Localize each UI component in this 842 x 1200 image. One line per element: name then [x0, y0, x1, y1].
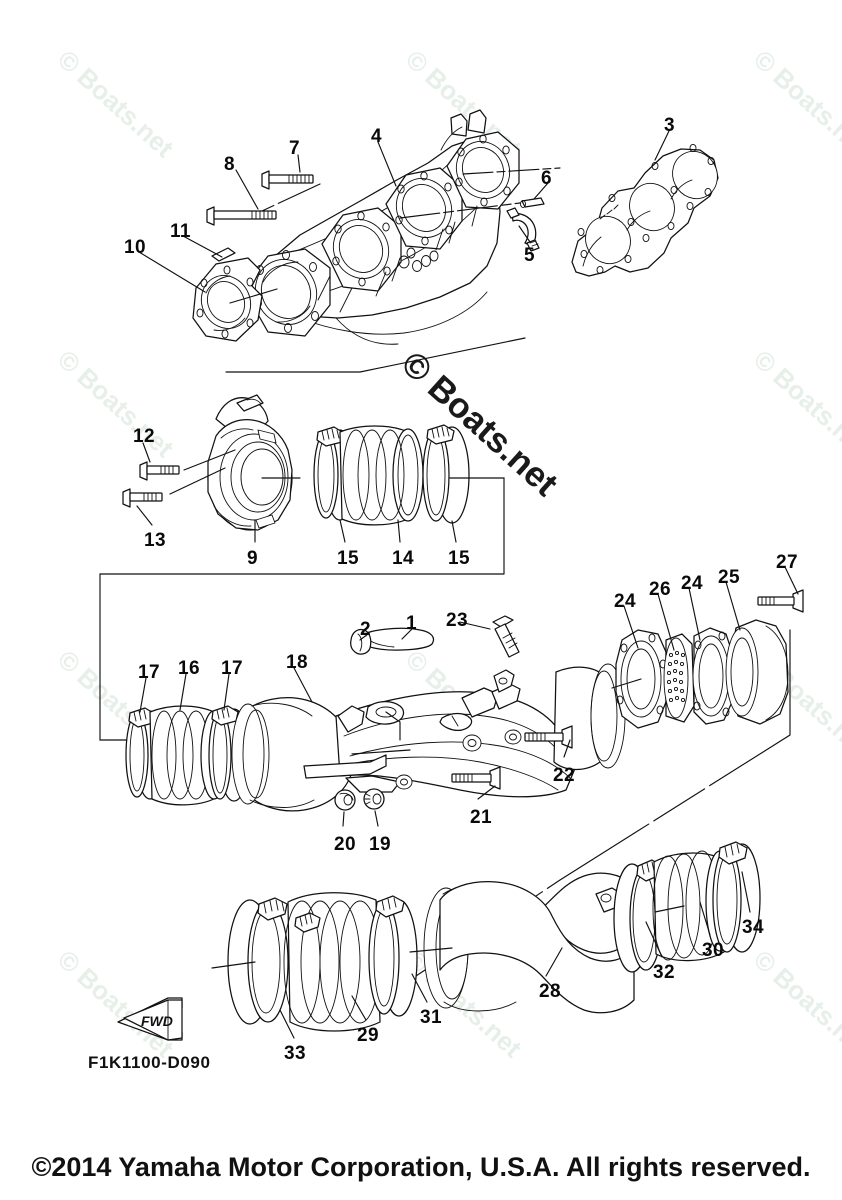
part-28-duct-body [423, 872, 635, 1014]
callout-number-26[interactable]: 26 [649, 579, 671, 600]
part-5-hose [506, 207, 540, 252]
callout-number-31[interactable]: 31 [420, 1007, 442, 1028]
callout-number-1[interactable]: 1 [406, 613, 417, 634]
callout-number-3[interactable]: 3 [664, 115, 675, 136]
part-23-bolt [492, 615, 520, 658]
callout-number-6[interactable]: 6 [541, 168, 552, 189]
callout-number-24[interactable]: 24 [614, 591, 636, 612]
callout-number-9[interactable]: 9 [247, 548, 258, 569]
part-6-joint-pipe [520, 197, 545, 209]
part-9-intake-duct [207, 394, 293, 531]
diagram-code-label: F1K1100-D090 [88, 1053, 211, 1072]
callout-number-30[interactable]: 30 [702, 940, 724, 961]
part-21-bolt [451, 766, 501, 790]
svg-text:FWD: FWD [141, 1013, 173, 1029]
part-10-insulator-plate [192, 257, 263, 342]
callout-number-28[interactable]: 28 [539, 981, 561, 1002]
callout-number-19[interactable]: 19 [369, 834, 391, 855]
part-4-intake-manifold [242, 109, 520, 345]
callout-number-23[interactable]: 23 [446, 610, 468, 631]
part-20-washer [334, 789, 356, 811]
assembly-exhaust-pipe [99, 566, 804, 1002]
part-29-rubber-hose [283, 892, 381, 1032]
callout-number-4[interactable]: 4 [371, 126, 382, 147]
callout-number-10[interactable]: 10 [124, 237, 146, 258]
callout-number-21[interactable]: 21 [470, 807, 492, 828]
part-22-bolt [524, 725, 573, 749]
part-18-exhaust-pipe [231, 663, 626, 812]
callout-number-20[interactable]: 20 [334, 834, 356, 855]
leader-lines-section-4 [211, 871, 751, 1039]
part-31-clamp [368, 895, 418, 1017]
part-12-bolt [139, 461, 180, 481]
callout-number-11[interactable]: 11 [170, 221, 191, 242]
part-14-rubber-joint [339, 425, 424, 526]
assembly-intake-manifold [138, 109, 719, 345]
callout-number-29[interactable]: 29 [357, 1025, 379, 1046]
callout-number-2[interactable]: 2 [360, 619, 371, 640]
callout-number-22[interactable]: 22 [553, 765, 575, 786]
fwd-orientation-arrow: FWD [117, 997, 183, 1041]
part-27-bolt [757, 589, 804, 613]
part-13-bolt [122, 488, 163, 508]
leader-lines-section-2 [136, 442, 505, 575]
part-34-clamp [712, 841, 761, 953]
callout-number-34[interactable]: 34 [742, 917, 764, 938]
assembly-intake-duct [122, 337, 526, 575]
leader-lines-section-1 [138, 130, 670, 304]
part-1-seal [360, 627, 435, 651]
part-7-bolt [261, 170, 314, 190]
part-3-gasket [571, 143, 719, 277]
callout-number-7[interactable]: 7 [289, 138, 300, 159]
callout-number-32[interactable]: 32 [653, 962, 675, 983]
manifold-flange-faces [242, 131, 520, 337]
part-25-muffler-body [725, 619, 789, 725]
callout-number-14[interactable]: 14 [392, 548, 414, 569]
callout-number-12[interactable]: 12 [133, 426, 155, 447]
callout-number-15[interactable]: 15 [337, 548, 359, 569]
assembly-water-lock [211, 841, 761, 1039]
callout-number-24[interactable]: 24 [681, 573, 703, 594]
callout-number-5[interactable]: 5 [524, 245, 535, 266]
callout-number-8[interactable]: 8 [224, 154, 235, 175]
leader-lines-section-3 [139, 566, 799, 827]
callout-number-16[interactable]: 16 [178, 658, 200, 679]
callout-number-27[interactable]: 27 [776, 552, 798, 573]
callout-number-25[interactable]: 25 [718, 567, 740, 588]
part-15-clamp-b [422, 424, 470, 524]
callout-number-13[interactable]: 13 [144, 530, 166, 551]
callout-number-15[interactable]: 15 [448, 548, 470, 569]
callout-number-18[interactable]: 18 [286, 652, 308, 673]
copyright-footer: ©2014 Yamaha Motor Corporation, U.S.A. A… [31, 1152, 811, 1182]
part-26-catalyst-element [663, 633, 695, 723]
callout-number-17[interactable]: 17 [138, 662, 160, 683]
callout-number-33[interactable]: 33 [284, 1043, 306, 1064]
part-11-dowel-pin [211, 247, 236, 262]
part-8-bolt [206, 206, 277, 226]
part-19-nut [363, 788, 385, 810]
callout-number-17[interactable]: 17 [221, 658, 243, 679]
part-33-clamp [227, 897, 289, 1025]
